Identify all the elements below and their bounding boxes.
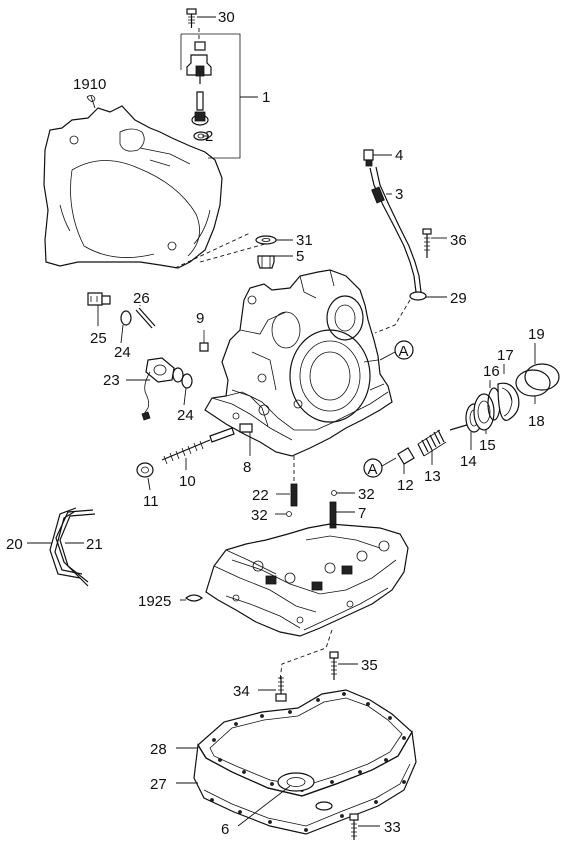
part-34-bolt [275, 676, 287, 702]
part-19-o-ring [524, 343, 560, 391]
label-8: 8 [243, 459, 251, 476]
label-32-b: 32 [358, 486, 375, 503]
part-36-bolt [422, 228, 432, 258]
svg-text:A: A [399, 343, 409, 360]
part-21-oil-pipe [55, 509, 96, 587]
label-24-a: 24 [114, 344, 131, 361]
part-22-spring [290, 456, 298, 507]
part-18-o-ring [515, 369, 551, 404]
part-30-bolt [186, 8, 197, 28]
part-3-oil-filler-tube [369, 166, 427, 301]
label-18: 18 [528, 413, 545, 430]
label-11: 11 [143, 493, 159, 510]
part-24-o-ring-a [120, 310, 132, 344]
part-11-nut [136, 462, 154, 491]
label-12: 12 [397, 477, 414, 494]
part-10-spring-rod [161, 427, 235, 470]
part-25-sensor [87, 292, 111, 326]
reference-a-marker-upper: A [394, 340, 414, 360]
part-24-o-ring-b [181, 373, 193, 406]
label-1910: 1910 [73, 76, 106, 93]
part-33-bolt [349, 813, 359, 840]
label-27: 27 [150, 776, 167, 793]
label-26: 26 [133, 290, 150, 307]
part-26-pin [135, 307, 156, 329]
label-9: 9 [196, 310, 204, 327]
part-5-drain-plug [257, 255, 275, 269]
label-5: 5 [296, 248, 304, 265]
label-22: 22 [252, 487, 269, 504]
label-17: 17 [497, 347, 514, 364]
label-25: 25 [90, 330, 107, 347]
part-23-sensor [141, 357, 184, 421]
reference-a-marker-lower: A [363, 458, 383, 478]
label-23: 23 [103, 372, 120, 389]
label-30: 30 [218, 9, 235, 26]
label-36: 36 [450, 232, 467, 249]
part-27-oil-pan [193, 730, 417, 835]
part-32-ball-b [331, 490, 337, 496]
label-35: 35 [361, 657, 378, 674]
label-29: 29 [450, 290, 467, 307]
speedometer-driven-gear-assembly [180, 33, 241, 159]
label-31: 31 [296, 232, 313, 249]
part-4-oil-level-gauge [363, 149, 374, 167]
label-13: 13 [424, 468, 441, 485]
label-1: 1 [262, 89, 270, 106]
part-20-oil-pipe [49, 507, 83, 579]
label-2: 2 [205, 128, 213, 145]
part-13-spring [417, 429, 447, 465]
label-6: 6 [221, 821, 229, 838]
label-34: 34 [233, 683, 250, 700]
label-14: 14 [460, 453, 477, 470]
part-1925-valve-body [184, 523, 409, 637]
part-8-transaxle-case [204, 269, 393, 457]
part-12-accumulator-piston [397, 447, 415, 474]
label-7: 7 [358, 505, 366, 522]
label-3: 3 [395, 186, 403, 203]
label-21: 21 [86, 536, 103, 553]
part-15-piston [473, 393, 495, 434]
part-31-washer [255, 235, 277, 245]
label-32-a: 32 [251, 507, 268, 524]
part-9-bolt [199, 330, 209, 352]
label-19: 19 [528, 326, 545, 343]
part-35-bolt [329, 651, 339, 680]
label-1925: 1925 [138, 593, 171, 610]
label-24-b: 24 [177, 407, 194, 424]
svg-text:A: A [368, 461, 378, 478]
label-20: 20 [6, 536, 23, 553]
label-28: 28 [150, 741, 167, 758]
part-1910-transmission-housing [43, 95, 223, 269]
label-15: 15 [479, 437, 496, 454]
label-4: 4 [395, 147, 403, 164]
label-33: 33 [384, 819, 401, 836]
label-16: 16 [483, 363, 500, 380]
label-10: 10 [179, 473, 196, 490]
part-7-spring [329, 501, 337, 529]
part-32-ball-a [286, 511, 292, 517]
part-17-cover [497, 364, 520, 421]
